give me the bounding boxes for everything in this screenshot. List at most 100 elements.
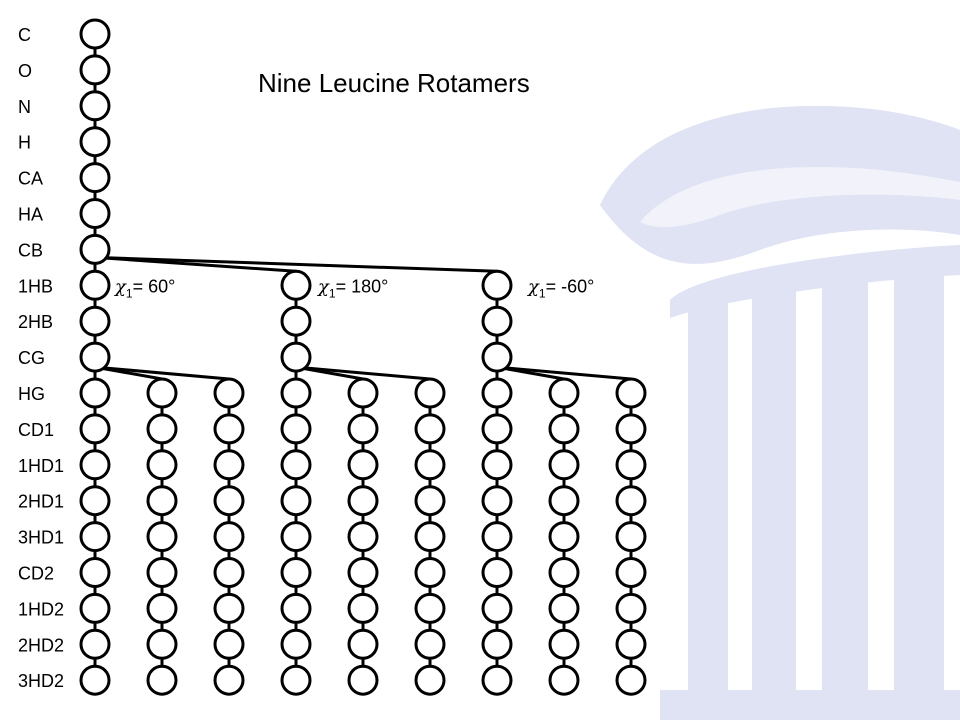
- chi1-label-3: χ1= -60°: [526, 276, 594, 300]
- atom-node-3hd2-rotamer-8: [548, 664, 580, 696]
- atom-node-2hb-rotamer-1: [79, 305, 111, 337]
- atom-node-2hd2-rotamer-9: [615, 628, 647, 660]
- atom-node-2hb-rotamer-2: [280, 305, 312, 337]
- atom-node-2hd1-rotamer-4: [280, 485, 312, 517]
- atom-node-1hb-rotamer-3: [481, 269, 513, 301]
- atom-node-3hd1-rotamer-2: [146, 521, 178, 553]
- atom-node-cd1-rotamer-9: [615, 413, 647, 445]
- chi-value: = 180°: [336, 276, 389, 296]
- atom-node-1hd2-rotamer-9: [615, 592, 647, 624]
- cb-branch-line-3: [93, 255, 499, 273]
- chi-value: = 60°: [133, 276, 176, 296]
- atom-node-1hd2-rotamer-6: [414, 592, 446, 624]
- atom-node-cd1-rotamer-1: [79, 413, 111, 445]
- atom-node-2hd2-rotamer-4: [280, 628, 312, 660]
- atom-label-3hd2: 3HD2: [18, 671, 64, 691]
- atom-node-cd1-rotamer-7: [481, 413, 513, 445]
- atom-node-2hd1-rotamer-3: [213, 485, 245, 517]
- atom-label-cd2: CD2: [18, 564, 54, 584]
- atom-node-hg-rotamer-3: [213, 377, 245, 409]
- atom-node-1hd2-rotamer-3: [213, 592, 245, 624]
- atom-node-ha: [79, 198, 111, 229]
- atom-node-cd2-rotamer-3: [213, 557, 245, 588]
- atom-node-cd2-rotamer-2: [146, 557, 178, 588]
- atom-node-1hd1-rotamer-6: [414, 449, 446, 481]
- atom-node-1hd1-rotamer-1: [79, 449, 111, 481]
- atom-node-ca: [79, 162, 111, 194]
- atom-node-3hd2-rotamer-5: [347, 664, 379, 696]
- atom-node-1hd2-rotamer-2: [146, 592, 178, 624]
- atom-node-o: [79, 54, 111, 86]
- chi1-label-2: χ1= 180°: [316, 276, 388, 300]
- chi-subscript: 1: [126, 286, 133, 300]
- atom-node-hg-rotamer-4: [280, 377, 312, 409]
- atom-node-3hd1-rotamer-8: [548, 521, 580, 553]
- atom-node-cd2-rotamer-4: [280, 557, 312, 588]
- atom-label-2hb: 2HB: [18, 312, 53, 332]
- atom-node-3hd1-rotamer-7: [481, 521, 513, 553]
- atom-node-1hb-rotamer-2: [280, 269, 312, 301]
- atom-node-1hd2-rotamer-5: [347, 592, 379, 624]
- atom-node-hg-rotamer-7: [481, 377, 513, 409]
- atom-node-hg-rotamer-2: [146, 377, 178, 409]
- atom-node-cb: [79, 233, 111, 265]
- atom-node-3hd2-rotamer-3: [213, 664, 245, 696]
- atom-node-1hd1-rotamer-4: [280, 449, 312, 481]
- cg-branch-line-2-3: [294, 365, 432, 381]
- atom-nodes: [79, 18, 647, 696]
- atom-node-1hd1-rotamer-3: [213, 449, 245, 481]
- atom-node-1hd2-rotamer-8: [548, 592, 580, 624]
- atom-node-3hd1-rotamer-3: [213, 521, 245, 553]
- atom-node-cd2-rotamer-7: [481, 557, 513, 588]
- atom-node-hg-rotamer-1: [79, 377, 111, 409]
- atom-node-cd1-rotamer-3: [213, 413, 245, 445]
- atom-label-h: H: [18, 133, 31, 153]
- atom-node-2hd1-rotamer-5: [347, 485, 379, 517]
- atom-label-ca: CA: [18, 169, 43, 189]
- chi1-label-1: χ1= 60°: [113, 276, 175, 300]
- atom-node-1hd1-rotamer-9: [615, 449, 647, 481]
- atom-node-hg-rotamer-6: [414, 377, 446, 409]
- atom-node-3hd2-rotamer-6: [414, 664, 446, 696]
- chi1-labels: χ1= 60° χ1= 180° χ1= -60°: [113, 276, 594, 300]
- atom-node-cd1-rotamer-5: [347, 413, 379, 445]
- atom-node-2hd2-rotamer-6: [414, 628, 446, 660]
- atom-node-3hd1-rotamer-5: [347, 521, 379, 553]
- atom-node-cg-rotamer-3: [481, 341, 513, 373]
- atom-label-cb: CB: [18, 240, 43, 260]
- atom-node-2hd2-rotamer-2: [146, 628, 178, 660]
- atom-node-2hd2-rotamer-8: [548, 628, 580, 660]
- atom-node-c: [79, 18, 111, 50]
- atom-node-3hd1-rotamer-6: [414, 521, 446, 553]
- atom-node-2hd1-rotamer-7: [481, 485, 513, 517]
- atom-node-3hd1-rotamer-1: [79, 521, 111, 553]
- atom-node-1hd2-rotamer-4: [280, 592, 312, 624]
- atom-node-2hb-rotamer-3: [481, 305, 513, 337]
- atom-node-3hd2-rotamer-7: [481, 664, 513, 696]
- atom-node-n: [79, 90, 111, 122]
- atom-label-cg: CG: [18, 348, 45, 368]
- atom-node-2hd2-rotamer-3: [213, 628, 245, 660]
- atom-node-cd1-rotamer-6: [414, 413, 446, 445]
- atom-node-cd1-rotamer-8: [548, 413, 580, 445]
- atom-label-hg: HG: [18, 384, 45, 404]
- atom-node-1hb-rotamer-1: [79, 269, 111, 301]
- chi-value: = -60°: [546, 276, 595, 296]
- atom-node-2hd1-rotamer-6: [414, 485, 446, 517]
- atom-node-2hd1-rotamer-9: [615, 485, 647, 517]
- atom-node-cd1-rotamer-4: [280, 413, 312, 445]
- atom-node-2hd2-rotamer-5: [347, 628, 379, 660]
- atom-label-1hb: 1HB: [18, 276, 53, 296]
- atom-label-2hd1: 2HD1: [18, 492, 64, 512]
- atom-node-2hd1-rotamer-2: [146, 485, 178, 517]
- atom-label-2hd2: 2HD2: [18, 635, 64, 655]
- chi-subscript: 1: [329, 286, 336, 300]
- atom-node-2hd1-rotamer-8: [548, 485, 580, 517]
- atom-node-3hd1-rotamer-9: [615, 521, 647, 553]
- atom-node-hg-rotamer-8: [548, 377, 580, 409]
- atom-node-3hd2-rotamer-4: [280, 664, 312, 696]
- chi-subscript: 1: [539, 286, 546, 300]
- atom-node-hg-rotamer-5: [347, 377, 379, 409]
- atom-node-1hd1-rotamer-2: [146, 449, 178, 481]
- atom-node-1hd2-rotamer-1: [79, 592, 111, 624]
